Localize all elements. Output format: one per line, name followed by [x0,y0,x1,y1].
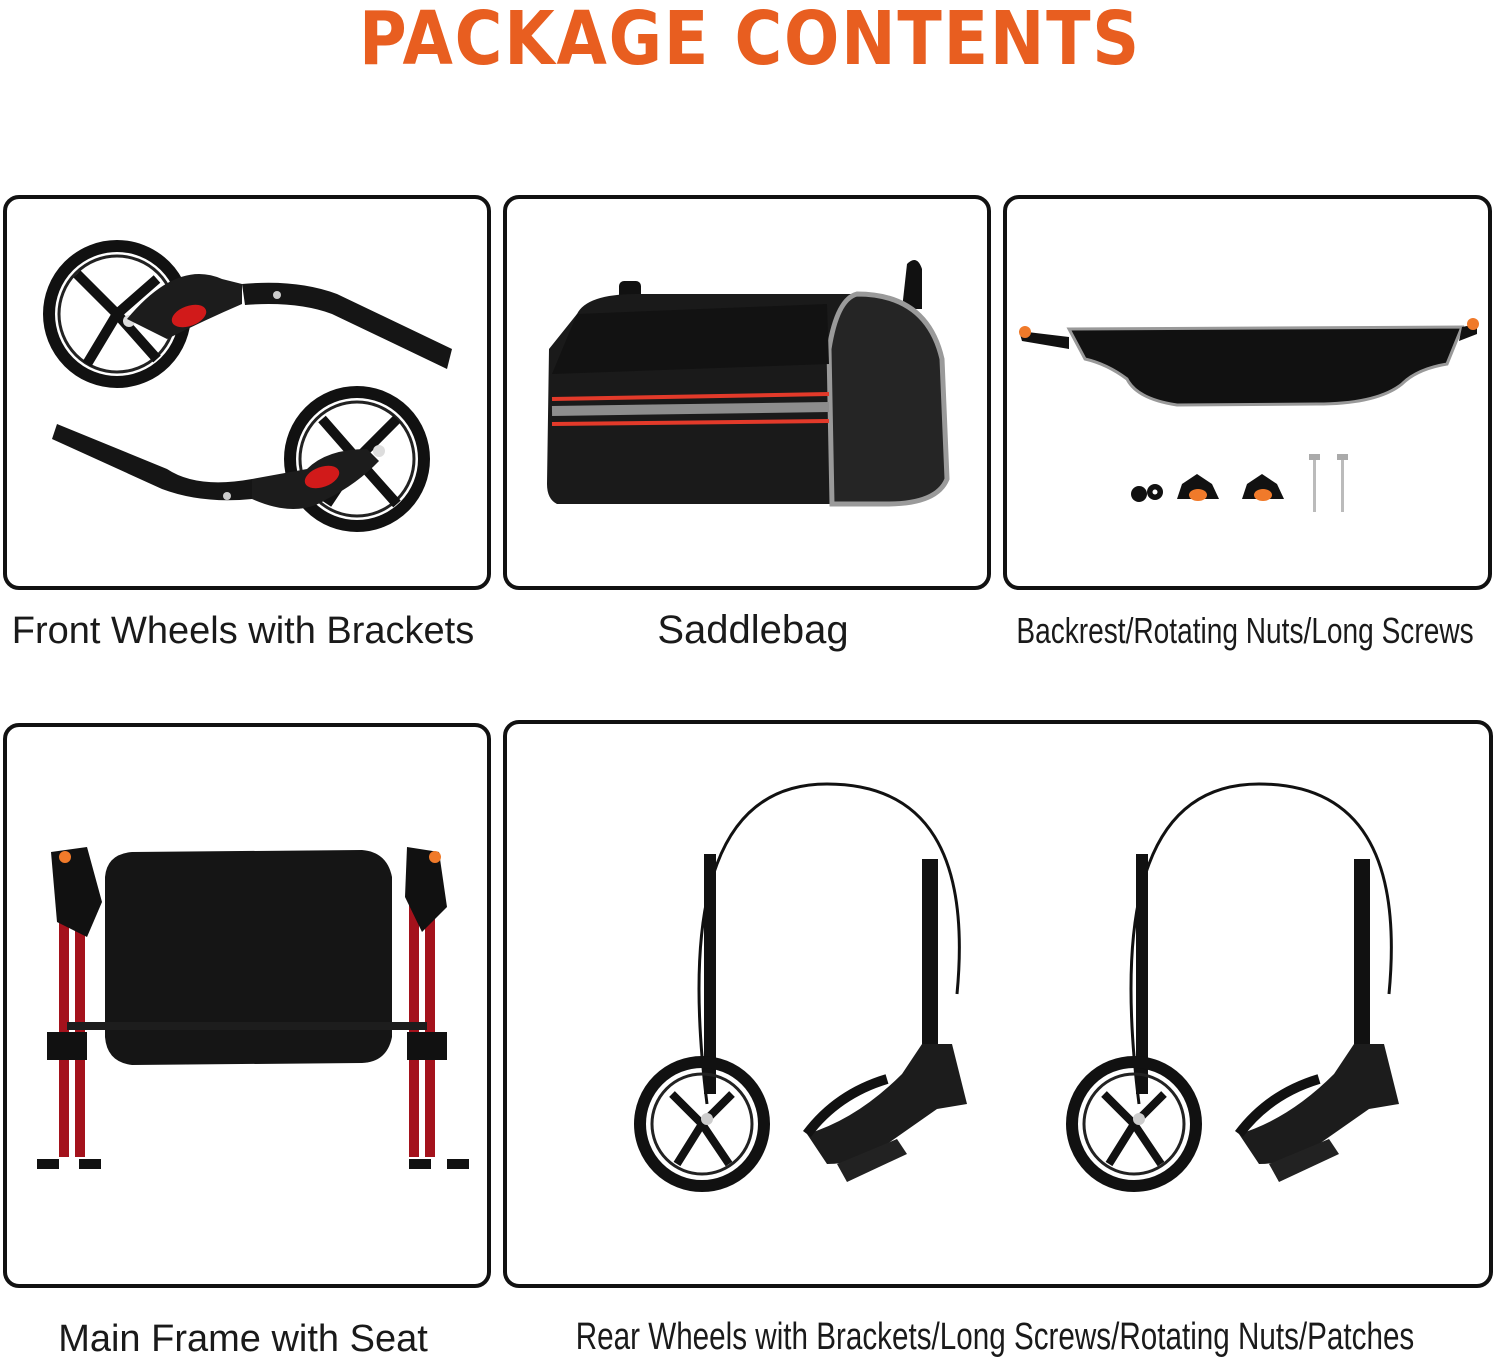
caption-front-wheels: Front Wheels with Brackets [11,610,475,652]
item-card-main-frame [3,723,491,1288]
caption-rear-wheels: Rear Wheels with Brackets/Long Screws/Ro… [575,1316,1415,1358]
main-frame-image [37,847,469,1169]
item-card-rear-wheels [503,720,1493,1288]
saddlebag-image [547,260,950,507]
caption-saddlebag: Saddlebag [657,608,849,652]
front-wheels-image [43,240,452,532]
caption-backrest: Backrest/Rotating Nuts/Long Screws [1016,610,1474,651]
item-card-saddlebag [503,195,991,590]
backrest-image [1019,318,1479,512]
page-title: PACKAGE CONTENTS [359,0,1141,82]
item-card-backrest [1003,195,1492,590]
caption-main-frame: Main Frame with Seat [58,1318,428,1360]
rear-wheels-image [634,782,1399,1192]
item-card-front-wheels [3,195,491,590]
